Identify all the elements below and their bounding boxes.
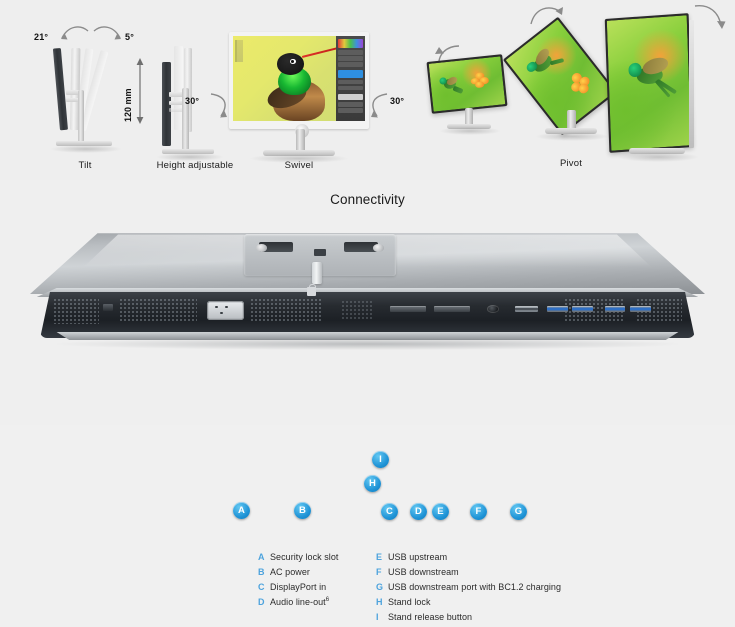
badge-h[interactable]: H xyxy=(364,475,381,492)
legend-key-d: D xyxy=(258,597,265,607)
legend-text-e: USB upstream xyxy=(388,552,448,562)
feature-height-adjustable: 120 mm Height adjustable xyxy=(110,10,260,171)
pivot-label: Pivot xyxy=(559,158,583,169)
badge-c[interactable]: C xyxy=(381,503,398,520)
height-travel-label: 120 mm xyxy=(123,88,133,122)
port-displayport-in xyxy=(390,305,426,312)
tilt-angle-left: 21° xyxy=(34,32,49,42)
badge-b[interactable]: B xyxy=(294,502,311,519)
monitor-base-bar xyxy=(56,332,679,340)
swivel-monitor-screen xyxy=(233,36,365,121)
legend-item-i: I Stand release button xyxy=(376,612,676,625)
port-usb-upstream xyxy=(515,305,538,312)
swivel-label: Swivel xyxy=(284,160,314,171)
badge-a[interactable]: A xyxy=(233,502,250,519)
port-usb-downstream-bc12 xyxy=(604,305,626,312)
legend-text-a: Security lock slot xyxy=(270,552,339,562)
tilt-label: Tilt xyxy=(78,160,92,171)
legend-key-i: I xyxy=(376,612,379,622)
legend-text-h: Stand lock xyxy=(388,597,431,607)
port-ac-power xyxy=(207,301,244,320)
legend-key-c: C xyxy=(258,582,265,592)
pivot-monitor-landscape xyxy=(426,54,508,114)
port-audio-line-out xyxy=(486,304,500,313)
legend-column-left: A Security lock slot B AC power C Displa… xyxy=(258,552,370,627)
monitor-io-panel xyxy=(40,292,695,338)
legend-text-d-main: Audio line-out xyxy=(270,597,326,607)
swivel-angle-left: 30° xyxy=(185,96,200,106)
legend-text-d-footnote: 6 xyxy=(325,597,330,603)
legend-text-c: DisplayPort in xyxy=(270,582,327,592)
legend-column-right: E USB upstream F USB downstream G USB do… xyxy=(376,552,676,627)
height-adjustable-label: Height adjustable xyxy=(156,160,234,171)
monitor-back-panel xyxy=(30,232,705,350)
tilt-arrow-right-icon xyxy=(93,26,121,40)
legend-key-f: F xyxy=(376,567,382,577)
feature-pivot: Pivot xyxy=(415,0,735,170)
swivel-monitor-frontview xyxy=(229,32,369,163)
swivel-arrow-left-icon xyxy=(210,93,227,118)
swivel-angle-right: 30° xyxy=(390,96,405,106)
pivot-monitor-rotating xyxy=(502,16,618,136)
legend-item-g: G USB downstream port with BC1.2 chargin… xyxy=(376,582,676,595)
legend-item-b: B AC power xyxy=(258,567,370,580)
badge-g[interactable]: G xyxy=(510,503,527,520)
ergonomics-band: 21° 5° xyxy=(0,0,735,180)
legend-key-h: H xyxy=(376,597,383,607)
legend-item-e: E USB upstream xyxy=(376,552,676,565)
tilt-angle-right: 5° xyxy=(125,32,135,42)
connectivity-title: Connectivity xyxy=(330,192,405,207)
badge-d[interactable]: D xyxy=(410,503,427,520)
connectivity-legend: A Security lock slot B AC power C Displa… xyxy=(258,552,678,627)
port-usb-downstream-1 xyxy=(546,305,568,312)
monitor-drop-shadow xyxy=(57,338,678,350)
legend-item-h: H Stand lock xyxy=(376,597,676,610)
legend-key-a: A xyxy=(258,552,265,562)
badge-i[interactable]: I xyxy=(372,451,389,468)
legend-key-e: E xyxy=(376,552,383,562)
section-divider xyxy=(0,180,735,192)
stand-lock-icon xyxy=(307,284,316,296)
connectivity-section: Connectivity xyxy=(0,192,735,622)
legend-key-b: B xyxy=(258,567,265,577)
height-monitor-sideview xyxy=(144,46,240,161)
monitor-back-upper-shell xyxy=(30,233,705,294)
legend-key-g: G xyxy=(376,582,384,592)
pivot-arrow-2-icon xyxy=(530,7,563,25)
legend-item-d: D Audio line-out6 xyxy=(258,597,370,610)
tilt-monitor-sideview xyxy=(48,46,152,154)
legend-item-a: A Security lock slot xyxy=(258,552,370,565)
hummingbird-photo xyxy=(233,36,365,121)
legend-text-g: USB downstream port with BC1.2 charging xyxy=(388,582,562,592)
legend-text-d: Audio line-out6 xyxy=(270,597,329,607)
feature-tilt: 21° 5° xyxy=(30,10,170,171)
port-usb-downstream-bc12-b xyxy=(630,305,651,312)
badge-e[interactable]: E xyxy=(432,503,449,520)
pivot-arrow-3-icon xyxy=(694,5,726,29)
pivot-monitor-portrait xyxy=(604,13,694,153)
height-double-arrow-icon xyxy=(136,58,144,124)
port-security-lock-slot xyxy=(102,303,114,312)
badge-f[interactable]: F xyxy=(470,503,487,520)
port-displayport-secondary xyxy=(434,305,470,312)
stand-release-button[interactable] xyxy=(312,262,322,284)
legend-text-b: AC power xyxy=(270,567,310,577)
swivel-arrow-right-icon xyxy=(371,93,388,118)
legend-text-f: USB downstream xyxy=(388,567,459,577)
tilt-arrow-left-icon xyxy=(61,26,89,40)
legend-item-c: C DisplayPort in xyxy=(258,582,370,595)
legend-item-f: F USB downstream xyxy=(376,567,676,580)
feature-swivel: 30° 30° xyxy=(185,8,415,171)
port-usb-downstream-2 xyxy=(572,305,594,312)
legend-text-i: Stand release button xyxy=(388,612,473,622)
